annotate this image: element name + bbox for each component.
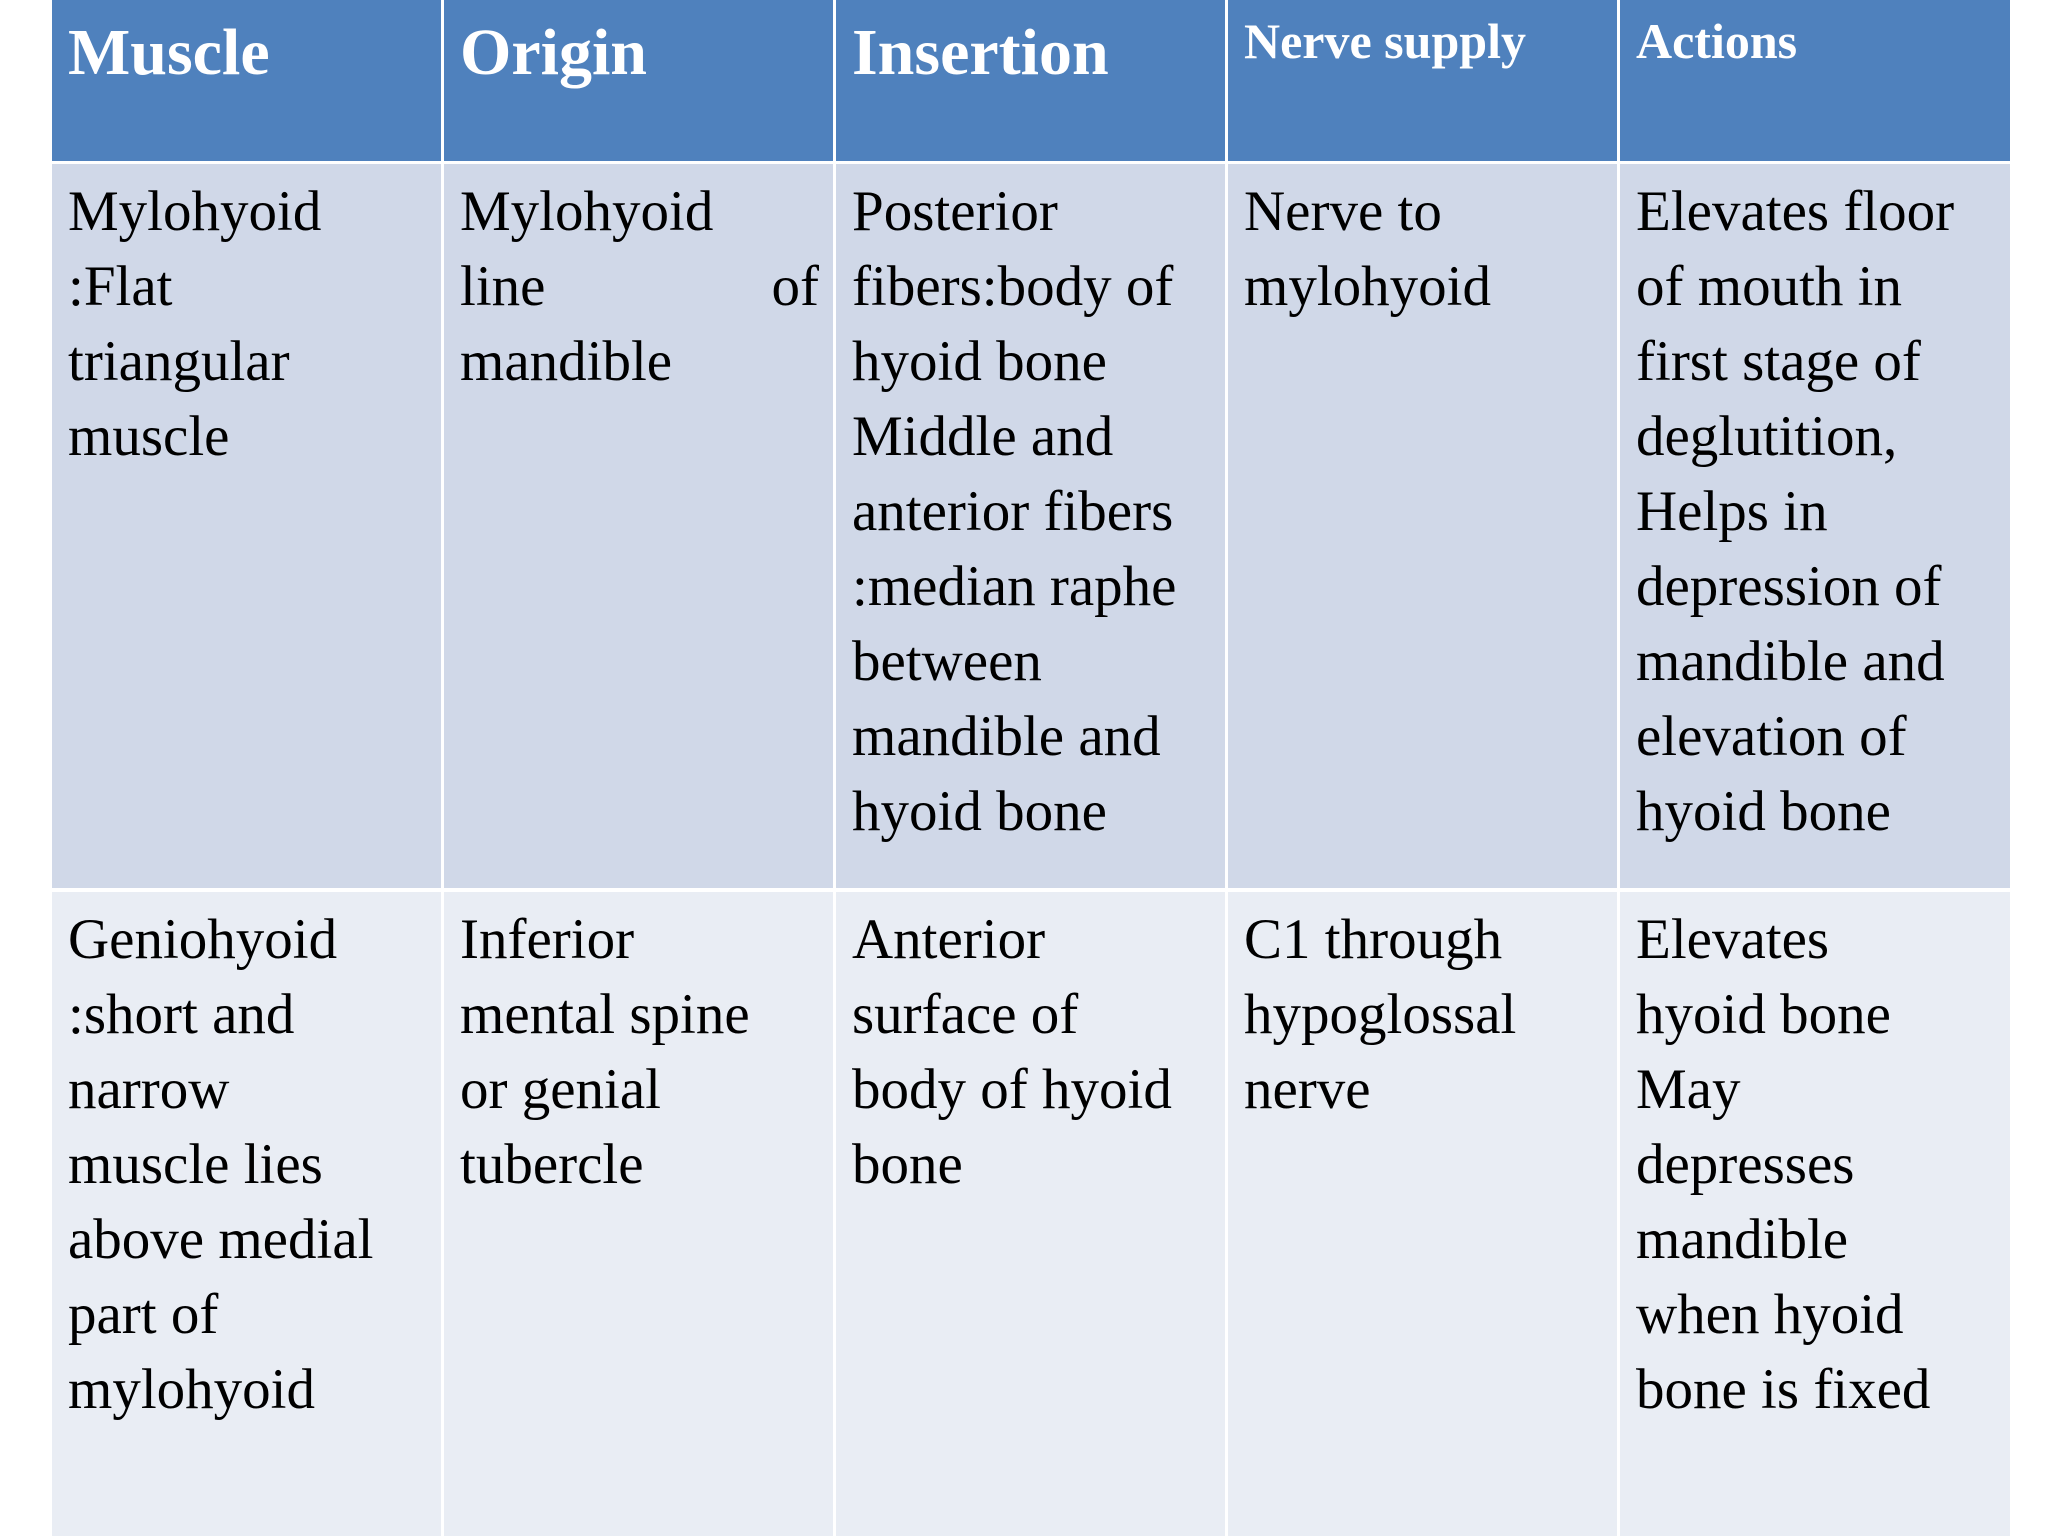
row1-actions: Elevates floor of mouth in first stage o… — [1620, 164, 2010, 892]
row1-muscle: Mylohyoid :Flat triangular muscle — [52, 164, 444, 892]
header-insertion: Insertion — [836, 0, 1228, 164]
row1-origin-line2-left: line — [460, 255, 546, 318]
muscle-table: Muscle Origin Insertion Nerve supply Act… — [52, 0, 2010, 1536]
header-nerve-supply: Nerve supply — [1228, 0, 1620, 164]
header-muscle: Muscle — [52, 0, 444, 164]
row2-muscle: Geniohyoid :short and narrow muscle lies… — [52, 892, 444, 1536]
header-actions: Actions — [1620, 0, 2010, 164]
row1-nerve-supply: Nerve to mylohyoid — [1228, 164, 1620, 892]
row1-origin-line1: Mylohyoid — [460, 180, 714, 243]
row2-nerve-supply: C1 through hypoglossal nerve — [1228, 892, 1620, 1536]
row1-origin-line3: mandible — [460, 330, 673, 393]
row1-origin: Mylohyoid line of mandible — [444, 164, 836, 892]
header-origin: Origin — [444, 0, 836, 164]
row1-origin-line2: line of — [460, 249, 819, 324]
row1-insertion: Posterior fibers:body of hyoid bone Midd… — [836, 164, 1228, 892]
row1-origin-line2-right: of — [771, 255, 819, 318]
row2-origin: Inferior mental spine or genial tubercle — [444, 892, 836, 1536]
row2-actions: Elevates hyoid bone May depresses mandib… — [1620, 892, 2010, 1536]
row2-insertion: Anterior surface of body of hyoid bone — [836, 892, 1228, 1536]
